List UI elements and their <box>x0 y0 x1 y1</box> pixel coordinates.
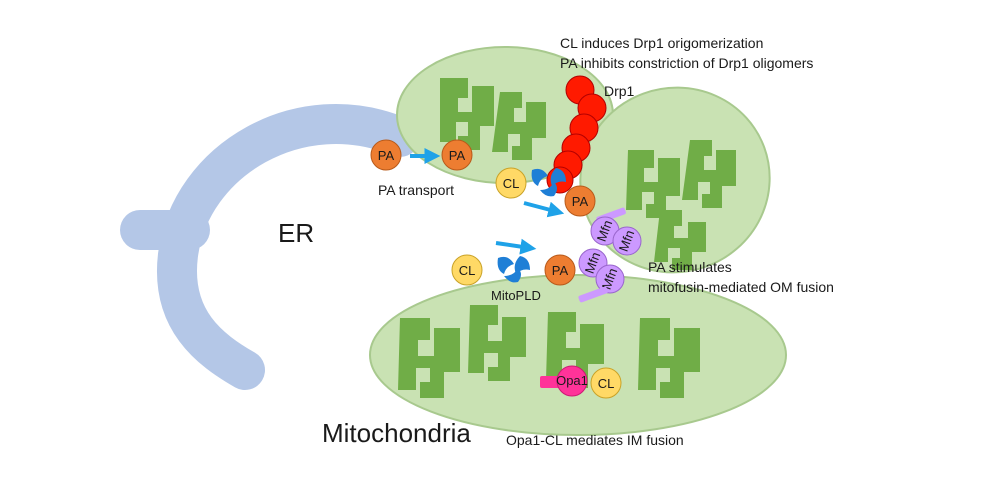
caption-mitofusin-fusion: mitofusin-mediated OM fusion <box>648 279 834 295</box>
cristae <box>398 305 700 398</box>
opa1-molecule <box>556 365 588 397</box>
caption-cl-induces: CL induces Drp1 origomerization <box>560 35 763 51</box>
mfn-molecule <box>612 226 642 256</box>
cl-molecule-label: CL <box>459 263 476 278</box>
mfn-molecule-label: Mfn <box>582 250 604 275</box>
caption-pa-stimulates: PA stimulates <box>648 259 732 275</box>
pa-molecule <box>544 254 576 286</box>
mitopld-label: MitoPLD <box>491 288 541 303</box>
mitopld-enzyme <box>531 168 566 197</box>
mfn-molecule-label: Mfn <box>599 266 621 291</box>
cl-molecule <box>495 167 527 199</box>
cl-molecule <box>451 254 483 286</box>
mfn-molecule-label: Mfn <box>594 218 616 243</box>
mitochondrion-lower <box>369 274 787 436</box>
er-label: ER <box>278 218 314 248</box>
cl-molecule <box>590 367 622 399</box>
mitopld-enzyme <box>497 256 530 283</box>
mitochondria-label: Mitochondria <box>322 418 471 448</box>
cristae <box>440 78 546 160</box>
cl-molecule-label: CL <box>503 176 520 191</box>
pa-flow-arrow <box>523 201 565 218</box>
er-membrane <box>120 104 420 390</box>
pa-molecule <box>370 139 402 171</box>
pa-molecule-label: PA <box>572 194 589 209</box>
caption-opa1-cl: Opa1-CL mediates IM fusion <box>506 432 684 448</box>
mitofusin-complex: Mfn Mfn Mfn Mfn <box>578 207 642 303</box>
mfn-molecule-label: Mfn <box>616 228 638 253</box>
opa1-molecule-label: Opa1 <box>556 373 588 388</box>
pa-molecule-label: PA <box>378 148 395 163</box>
pa-molecule <box>441 139 473 171</box>
pa-transport-label: PA transport <box>378 182 454 198</box>
cl-molecule-label: CL <box>598 376 615 391</box>
pa-molecule <box>564 185 596 217</box>
caption-pa-inhibits: PA inhibits constriction of Drp1 oligome… <box>560 55 813 71</box>
pa-flow-arrow <box>495 238 537 255</box>
mfn-rod <box>578 286 608 303</box>
cristae <box>626 140 736 270</box>
pa-molecule-label: PA <box>552 263 569 278</box>
drp1-label: Drp1 <box>604 83 635 99</box>
mfn-molecule <box>595 264 625 294</box>
pa-molecule-label: PA <box>449 148 466 163</box>
